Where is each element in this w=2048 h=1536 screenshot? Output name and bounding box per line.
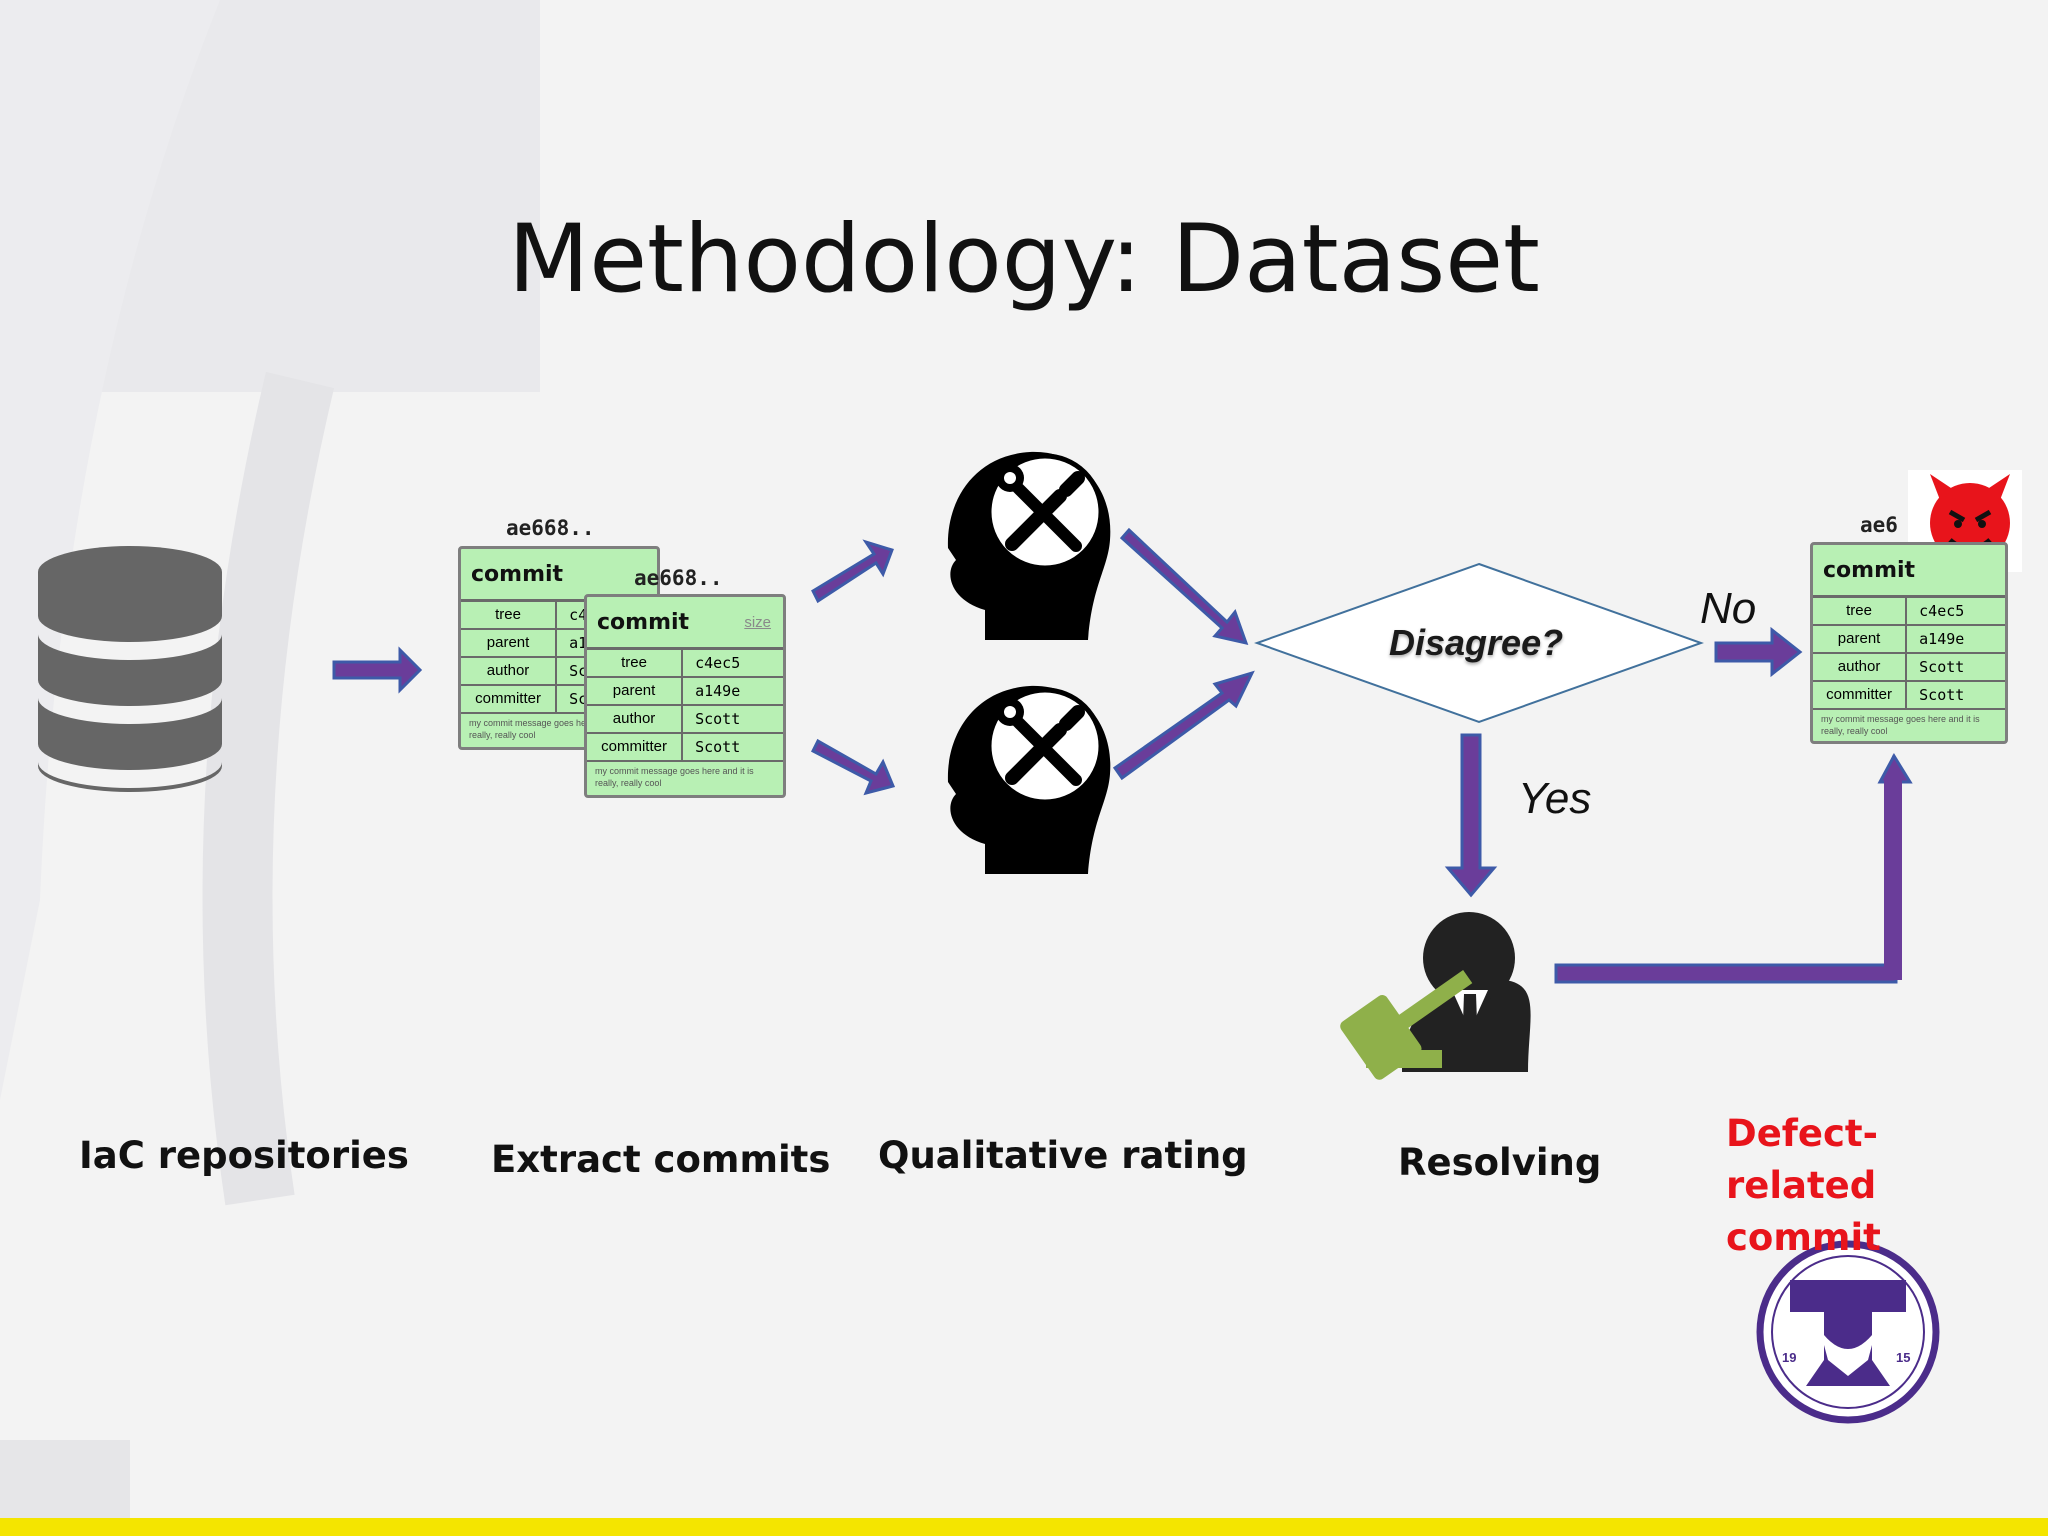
commit-row-value: a149e (1919, 630, 1965, 648)
commit-row-value: Scott (695, 738, 741, 756)
arrow-to-rater-top (811, 539, 894, 604)
commit-row-key: parent (461, 630, 558, 656)
arrow-to-extract (332, 646, 423, 694)
commit-message: my commit message goes here and it is re… (469, 718, 628, 740)
commit-row-value: a149e (695, 682, 741, 700)
branch-yes-label: Yes (1518, 774, 1592, 823)
commit-row-value: Scott (1919, 686, 1965, 704)
arrow-rater-bottom-to-diamond (1112, 670, 1255, 781)
judge-icon (1340, 912, 1531, 1080)
commit-card-header: commit (471, 561, 564, 587)
disagree-diamond (1254, 562, 1704, 724)
stage-label-repositories: IaC repositories (79, 1134, 409, 1177)
commit-hash-back: ae668.. (506, 516, 595, 540)
commit-row-value: c4ec5 (695, 654, 741, 672)
arrow-yes-to-resolving (1444, 733, 1498, 898)
commit-row-key: tree (461, 602, 558, 628)
commit-row-key: parent (1813, 626, 1908, 652)
commit-message: my commit message goes here and it is re… (1821, 714, 1980, 736)
commit-row-key: committer (1813, 682, 1908, 708)
rater-head-icon (947, 685, 1111, 874)
university-logo (1756, 1240, 1940, 1424)
commit-row-key: author (461, 658, 558, 684)
commit-message: my commit message goes here and it is re… (595, 766, 754, 788)
commit-size-link: size (744, 613, 771, 631)
commit-row-key: tree (1813, 598, 1908, 624)
logo-year-right: 15 (1896, 1350, 1911, 1365)
commit-row-key: committer (587, 734, 684, 760)
logo-year-left: 19 (1782, 1350, 1797, 1365)
commit-row-key: author (587, 706, 684, 732)
arrow-no-to-defect (1714, 626, 1803, 678)
commit-row-key: author (1813, 654, 1908, 680)
rater-head-icon (947, 451, 1111, 640)
commit-row-value: c4ec5 (1919, 602, 1965, 620)
stage-label-defect: Defect-related commit (1726, 1112, 1881, 1259)
stage-label-rating: Qualitative rating (878, 1134, 1248, 1177)
commit-card-header: commit (597, 609, 690, 635)
defect-card-header: commit (1823, 557, 1916, 583)
commit-hash-front: ae668.. (634, 566, 723, 590)
commit-row-value: Scott (695, 710, 741, 728)
arrow-rater-top-to-diamond (1119, 527, 1249, 646)
defect-commit-hash: ae6 (1860, 513, 1898, 537)
commit-row-key: tree (587, 650, 684, 676)
branch-no-label: No (1700, 584, 1757, 633)
commit-row-key: parent (587, 678, 684, 704)
stage-label-resolving: Resolving (1398, 1141, 1602, 1184)
stage-label-extract: Extract commits (491, 1138, 831, 1181)
database-icon (38, 546, 222, 792)
footer-bar (0, 1518, 2048, 1536)
page-title: Methodology: Dataset (508, 205, 1540, 314)
diamond-label: Disagree? (1389, 622, 1564, 663)
commit-row-value: Scott (1919, 658, 1965, 676)
commit-row-key: committer (461, 686, 558, 712)
arrow-to-rater-bottom (810, 738, 896, 796)
